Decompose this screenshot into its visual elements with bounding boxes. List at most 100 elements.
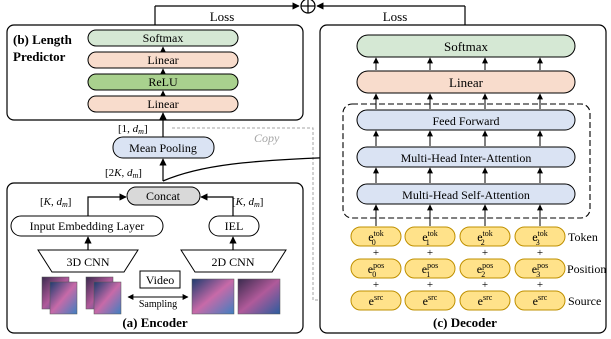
plus-1d: + [537,247,543,259]
token-2-box [459,226,511,247]
concat-box [126,186,201,206]
position-1-box [404,258,456,279]
video-label: Video [146,273,175,287]
plus-1a: + [373,247,379,259]
frame-6 [237,278,281,315]
token-0-box [350,226,402,247]
right-video-frames [191,278,281,315]
token-3-box [514,226,566,247]
dec-linear-box [356,70,576,94]
input-embedding-box [10,215,164,237]
encoder-title: (a) Encoder [122,315,188,330]
feed-forward-box [356,109,576,131]
source-1-label: esrc [423,293,438,308]
cnn2d-trapezoid [180,249,287,273]
dec-softmax-box [356,34,576,58]
iel-label: IEL [225,219,244,233]
position-0-box [350,258,402,279]
iel-left-to-concat [87,193,127,216]
plus-1c: + [482,247,488,259]
iel-right-to-concat [200,193,234,216]
enc-right-dim: [K, dm] [232,196,263,209]
plus-2d: + [537,279,543,291]
source-3-box [514,290,566,311]
video-box [139,270,181,289]
copy-label: Copy [254,131,280,145]
encoder-to-inter-attention-arrow [162,153,344,182]
plus-2b: + [427,279,433,291]
length-predictor-panel: (b) Length Predictor Softmax Linear ReLU… [6,24,304,121]
source-2-box [459,290,511,311]
plus-1b: + [427,247,433,259]
token-row-label: Token [568,230,598,244]
lp-relu-box [87,73,239,91]
loss-section: Loss Loss [154,0,466,25]
plus-2a: + [373,279,379,291]
lp-relu-label: ReLU [148,75,178,89]
self-attention-label: Multi-Head Self-Attention [402,188,530,202]
cnn3d-label: 3D CNN [66,255,109,269]
mean-pooling-label: Mean Pooling [129,141,197,155]
position-row-label: Position [567,262,606,276]
concat-label: Concat [146,189,181,203]
cnn2d-label: 2D CNN [211,255,254,269]
mean-pooling-box [112,136,215,159]
length-predictor-title-line2: Predictor [13,49,66,64]
inter-attention-label: Multi-Head Inter-Attention [401,151,532,165]
loss-right-label: Loss [383,9,408,24]
sampling-label: Sampling [139,299,177,310]
frame-5 [191,278,235,315]
encoder-panel: Concat [K, dm] [K, dm] Input Embedding L… [6,182,304,334]
position-3-box [514,258,566,279]
decoder-panel: Softmax Linear Feed Forward Multi-Head I… [319,24,607,334]
frame-2 [49,281,78,315]
plus-2c: + [482,279,488,291]
lp-out-dim: [1, dm] [118,123,148,136]
lp-in-dim: [2K, dm] [105,167,142,180]
enc-left-dim: [K, dm] [40,196,71,209]
iel-box [208,215,260,237]
lp-linear-top-box [87,51,239,69]
lp-softmax-box [87,29,239,47]
self-attention-box [356,183,576,205]
source-3-label: esrc [533,293,548,308]
decoder-vertical-arrows [373,57,543,226]
cnn3d-trapezoid [37,249,139,273]
source-0-label: esrc [369,293,384,308]
source-row: esrc esrc esrc esrc Source [350,290,601,311]
decoder-layer-dashed-box [342,103,591,219]
decoder-frame [319,24,607,334]
length-predictor-title-line1: (b) Length [13,32,73,47]
plus-signs-2: + + + + [373,279,543,291]
feed-forward-label: Feed Forward [433,114,500,128]
loss-left-label: Loss [210,9,235,24]
left-video-frames [41,276,122,315]
inter-attention-box [356,146,576,168]
token-1-box [404,226,456,247]
dec-softmax-label: Softmax [444,39,489,54]
lp-linear-top-label: Linear [147,53,178,67]
source-2-label: esrc [478,293,493,308]
lp-linear-bottom-label: Linear [147,97,178,111]
frame-4 [93,281,122,315]
dec-linear-label: Linear [449,75,484,90]
position-2-box [459,258,511,279]
lp-softmax-label: Softmax [143,31,184,45]
source-row-label: Source [568,294,601,308]
source-0-box [350,290,402,311]
plus-signs-1: + + + + [373,247,543,259]
input-embedding-label: Input Embedding Layer [30,219,145,233]
source-1-box [404,290,456,311]
